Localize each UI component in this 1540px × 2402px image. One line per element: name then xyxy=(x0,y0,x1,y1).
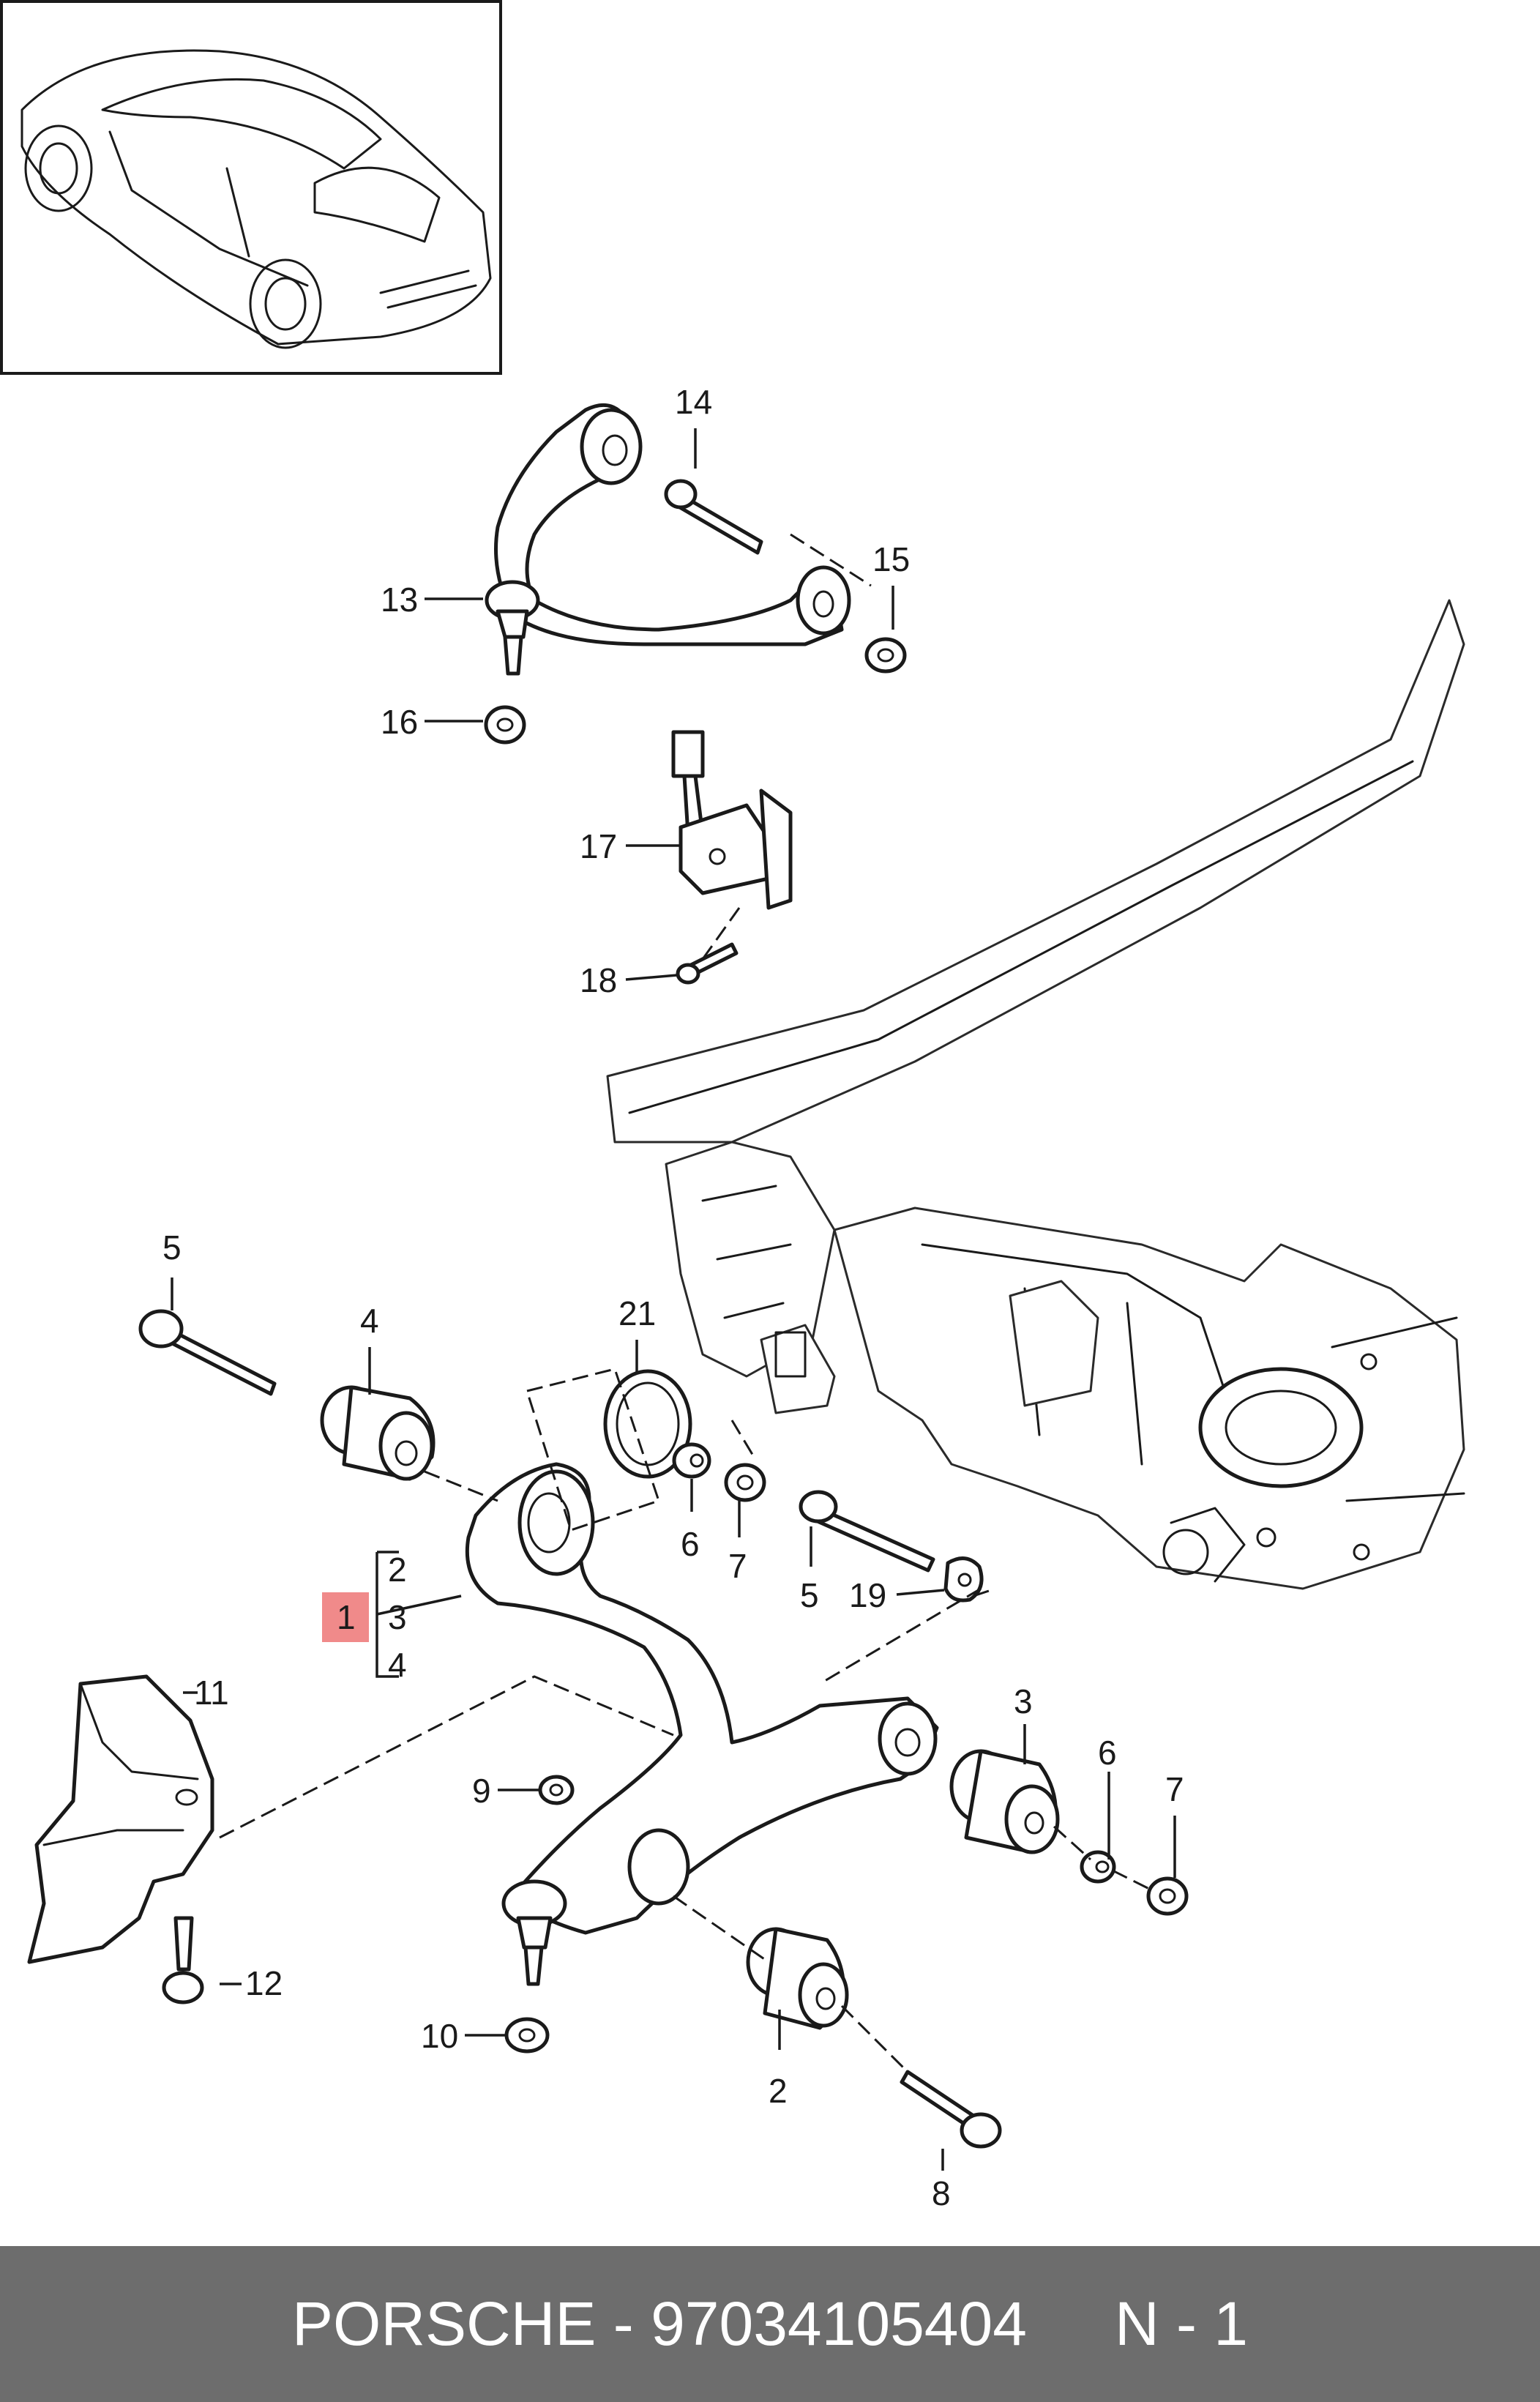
callout-14: 14 xyxy=(675,383,712,421)
ride-height-sensor xyxy=(671,730,793,910)
bushing-4 xyxy=(320,1385,436,1481)
callout-15: 15 xyxy=(872,540,910,578)
part-number: 97034105404 xyxy=(651,2289,1027,2358)
callout-4b: 4 xyxy=(388,1646,407,1684)
callout-21: 21 xyxy=(618,1294,656,1332)
callout-16: 16 xyxy=(381,703,418,741)
ball-joint-nut-upper xyxy=(484,705,526,745)
brand-name: PORSCHE xyxy=(292,2289,597,2358)
upper-arm-bolt xyxy=(664,479,763,555)
callout-12: 12 xyxy=(245,1964,283,2002)
nut-7-lower xyxy=(1146,1876,1189,1916)
bushing-3 xyxy=(949,1749,1060,1854)
axle-subframe xyxy=(606,599,1465,1590)
callout-6a: 6 xyxy=(681,1525,700,1563)
callout-1: 1 xyxy=(337,1598,356,1636)
callout-4: 4 xyxy=(360,1302,379,1340)
callout-7a: 7 xyxy=(728,1547,747,1585)
washer-6-upper xyxy=(672,1442,711,1479)
callout-10: 10 xyxy=(421,2017,458,2055)
nut-10 xyxy=(504,2017,550,2054)
footer-bar: PORSCHE - 97034105404 N - 1 xyxy=(0,2246,1540,2402)
callout-7b: 7 xyxy=(1165,1770,1184,1808)
bushing-2 xyxy=(746,1927,849,2030)
leader-lines xyxy=(171,428,1176,2171)
callout-6b: 6 xyxy=(1098,1734,1117,1772)
callout-18: 18 xyxy=(580,961,617,999)
assembly-lines xyxy=(219,533,1150,2073)
callout-13: 13 xyxy=(381,581,418,619)
callout-5a: 5 xyxy=(162,1228,182,1267)
lower-arm-bolt-front xyxy=(138,1309,277,1396)
callout-17: 17 xyxy=(580,827,617,865)
parts-diagram: 13 14 15 16 17 18 5 4 21 6 7 5 19 1 2 3 … xyxy=(0,0,1465,2212)
callout-9: 9 xyxy=(472,1772,491,1810)
callout-labels: 13 14 15 16 17 18 5 4 21 6 7 5 19 1 2 3 … xyxy=(162,383,1184,2212)
callout-2: 2 xyxy=(388,1551,407,1589)
shield-bolt xyxy=(162,1916,204,2004)
bolt-8 xyxy=(900,2070,1002,2149)
highlight-box xyxy=(322,1592,369,1642)
callout-11: 11 xyxy=(194,1674,229,1712)
vehicle-thumbnail xyxy=(0,0,502,375)
upper-arm-nut xyxy=(864,637,907,674)
callout-8: 8 xyxy=(932,2174,951,2212)
callout-3: 3 xyxy=(388,1598,407,1636)
callout-19: 19 xyxy=(849,1576,886,1614)
lower-arm-bolt-rear xyxy=(799,1490,935,1573)
lower-control-arm xyxy=(465,1462,939,1986)
callout-2b: 2 xyxy=(769,2072,788,2110)
upper-control-arm xyxy=(485,403,851,676)
nut-7-upper xyxy=(724,1463,766,1502)
ring-21 xyxy=(603,1369,692,1479)
sheet-number: N - 1 xyxy=(1114,2289,1248,2358)
callout-3b: 3 xyxy=(1014,1682,1033,1720)
sensor-bolt xyxy=(676,942,739,985)
callout-5b: 5 xyxy=(800,1576,819,1614)
eccentric-washer-19 xyxy=(943,1556,984,1603)
heat-shield xyxy=(27,1674,214,1964)
nut-9 xyxy=(538,1775,575,1805)
footer-dash: - xyxy=(596,2289,651,2358)
